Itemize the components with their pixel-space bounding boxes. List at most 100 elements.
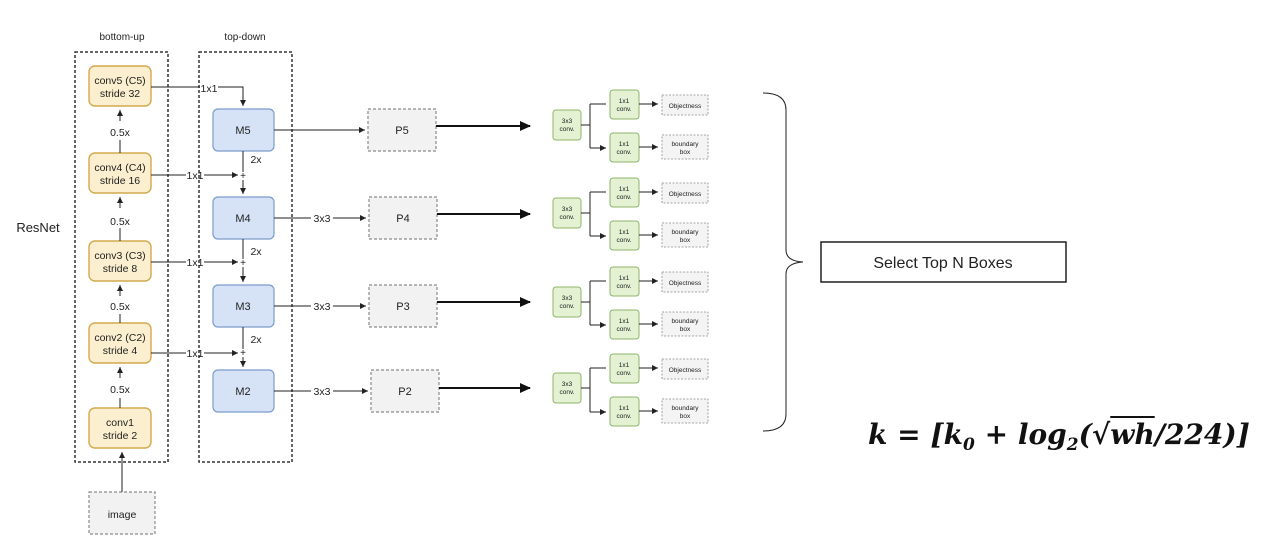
backbone-c5: conv5 (C5) stride 32 [88, 65, 152, 107]
lateral-label-c2: 1x1 [187, 348, 204, 360]
top-down-group [198, 51, 293, 463]
lateral-label-c4: 1x1 [187, 170, 204, 182]
backbone-c4: conv4 (C4) stride 16 [88, 152, 152, 194]
rpn-head-p2-conv3-l1: 3x3 [562, 381, 573, 388]
pyramid-p5-label: P5 [395, 125, 408, 137]
downsample-label-2: 0.5x [110, 301, 131, 313]
backbone-c1-line1: conv1 [106, 417, 134, 429]
formula-k0: k [943, 418, 964, 451]
rpn-head-p5-conv3-l1: 3x3 [562, 118, 573, 125]
rpn-head-p3-conv1b-l1: 1x1 [619, 318, 630, 325]
rpn-head-p4: 3x3 conv. 1x1 conv. 1x1 conv. Objectness… [552, 177, 709, 251]
rpn-head-p5-conv1b-l2: conv. [616, 149, 631, 156]
pyramid-p5: P5 [367, 108, 437, 152]
lateral-c5-m5 [151, 86, 243, 106]
rpn-head-p2-objectness: Objectness [669, 367, 702, 374]
rpn-head-p4-conv1a-l2: conv. [616, 194, 631, 201]
rpn-head-p2-conv1b-l1: 1x1 [619, 405, 630, 412]
rpn-head-p5-conv1b-l1: 1x1 [619, 141, 630, 148]
pyramid-p3: P3 [368, 284, 438, 328]
rpn-head-p2-bbox-l1: boundary [671, 405, 699, 412]
upsample-label-2: 2x [250, 246, 262, 258]
rpn-head-p2-bbox-l2: box [680, 413, 691, 420]
merge-plus-1: + [240, 171, 246, 182]
resnet-label: ResNet [16, 220, 60, 235]
select-top-n-box: Select Top N Boxes [820, 241, 1067, 283]
rpn-head-p3-conv1b-l2: conv. [616, 326, 631, 333]
rpn-head-p2: 3x3 conv. 1x1 conv. 1x1 conv. Objectness… [552, 353, 709, 427]
rpn-head-p4-bbox-l2: box [680, 237, 691, 244]
bottom-up-group [74, 51, 169, 463]
backbone-c3-line1: conv3 (C3) [94, 250, 145, 262]
backbone-c2-line2: stride 4 [103, 345, 138, 357]
merge-m3: M3 [212, 284, 275, 328]
rpn-head-p2-conv1a-l2: conv. [616, 370, 631, 377]
smooth-label-p4: 3x3 [314, 213, 331, 225]
smooth-label-p2: 3x3 [314, 386, 331, 398]
right-brace [762, 92, 804, 432]
formula-sqrt: √ [1091, 418, 1111, 451]
merge-plus-3: + [240, 348, 246, 359]
backbone-c2-line1: conv2 (C2) [94, 332, 145, 344]
formula-log: log [1017, 418, 1067, 451]
image-label: image [108, 509, 137, 521]
top-down-label: top-down [224, 32, 265, 43]
pyramid-p2: P2 [370, 369, 440, 413]
merge-m4-label: M4 [235, 213, 250, 225]
backbone-c5-line1: conv5 (C5) [94, 75, 145, 87]
smooth-label-p3: 3x3 [314, 301, 331, 313]
rpn-head-p5-objectness: Objectness [669, 103, 702, 110]
formula-plus: + [974, 418, 1018, 451]
pyramid-p2-label: P2 [398, 386, 411, 398]
backbone-c5-line2: stride 32 [100, 88, 140, 100]
backbone-c4-line2: stride 16 [100, 175, 140, 187]
rpn-head-p4-conv3-l1: 3x3 [562, 206, 573, 213]
pyramid-p3-label: P3 [396, 301, 409, 313]
backbone-c3: conv3 (C3) stride 8 [88, 240, 152, 282]
lateral-label-c3: 1x1 [187, 257, 204, 269]
downsample-label-4: 0.5x [110, 127, 131, 139]
formula-k0-sub: 0 [963, 435, 975, 455]
image-box: image [88, 491, 156, 535]
backbone-c2: conv2 (C2) stride 4 [88, 322, 152, 364]
upsample-label-3: 2x [250, 334, 262, 346]
rpn-head-p4-conv1a-l1: 1x1 [619, 186, 630, 193]
merge-m2: M2 [212, 369, 275, 413]
rpn-head-p2-conv1a-l1: 1x1 [619, 362, 630, 369]
rpn-head-p5-conv3-l2: conv. [559, 126, 574, 133]
rpn-head-p3-conv3-l1: 3x3 [562, 295, 573, 302]
rpn-head-p3-branch [581, 280, 606, 325]
select-top-n-label: Select Top N Boxes [873, 255, 1012, 272]
rpn-head-p5: 3x3 conv. 1x1 conv. 1x1 conv. Objectness… [552, 89, 709, 163]
formula-log-sub: 2 [1066, 435, 1079, 455]
formula-open: ( [1078, 418, 1092, 451]
downsample-label-3: 0.5x [110, 216, 131, 228]
backbone-c1-line2: stride 2 [103, 430, 138, 442]
merge-plus-2: + [240, 258, 246, 269]
backbone-c4-line1: conv4 (C4) [94, 162, 145, 174]
rpn-head-p4-conv3-l2: conv. [559, 214, 574, 221]
rpn-head-p4-objectness: Objectness [669, 191, 702, 198]
rpn-head-p2-conv1b-l2: conv. [616, 413, 631, 420]
formula-rest: /224)] [1154, 418, 1250, 451]
merge-m5-label: M5 [235, 125, 250, 137]
merge-m2-label: M2 [235, 386, 250, 398]
rpn-head-p4-bbox-l1: boundary [671, 229, 699, 236]
merge-m3-label: M3 [235, 301, 250, 313]
rpn-head-p5-branch [581, 103, 606, 148]
formula-k: k [868, 418, 888, 451]
pyramid-p4-label: P4 [396, 213, 409, 225]
backbone-c1: conv1 stride 2 [88, 407, 152, 449]
rpn-head-p5-bbox-l1: boundary [671, 141, 699, 148]
rpn-head-p3-conv3-l2: conv. [559, 303, 574, 310]
rpn-head-p5-bbox-l2: box [680, 149, 691, 156]
formula-wh: wh [1110, 418, 1155, 451]
rpn-head-p3: 3x3 conv. 1x1 conv. 1x1 conv. Objectness… [552, 266, 709, 340]
rpn-head-p3-conv1a-l1: 1x1 [619, 275, 630, 282]
rpn-head-p3-objectness: Objectness [669, 280, 702, 287]
level-assignment-formula: k = [k0 + log2(√wh/224)] [868, 418, 1250, 455]
lateral-label-c5: 1x1 [201, 83, 218, 95]
rpn-head-p4-conv1b-l2: conv. [616, 237, 631, 244]
downsample-label-1: 0.5x [110, 384, 131, 396]
